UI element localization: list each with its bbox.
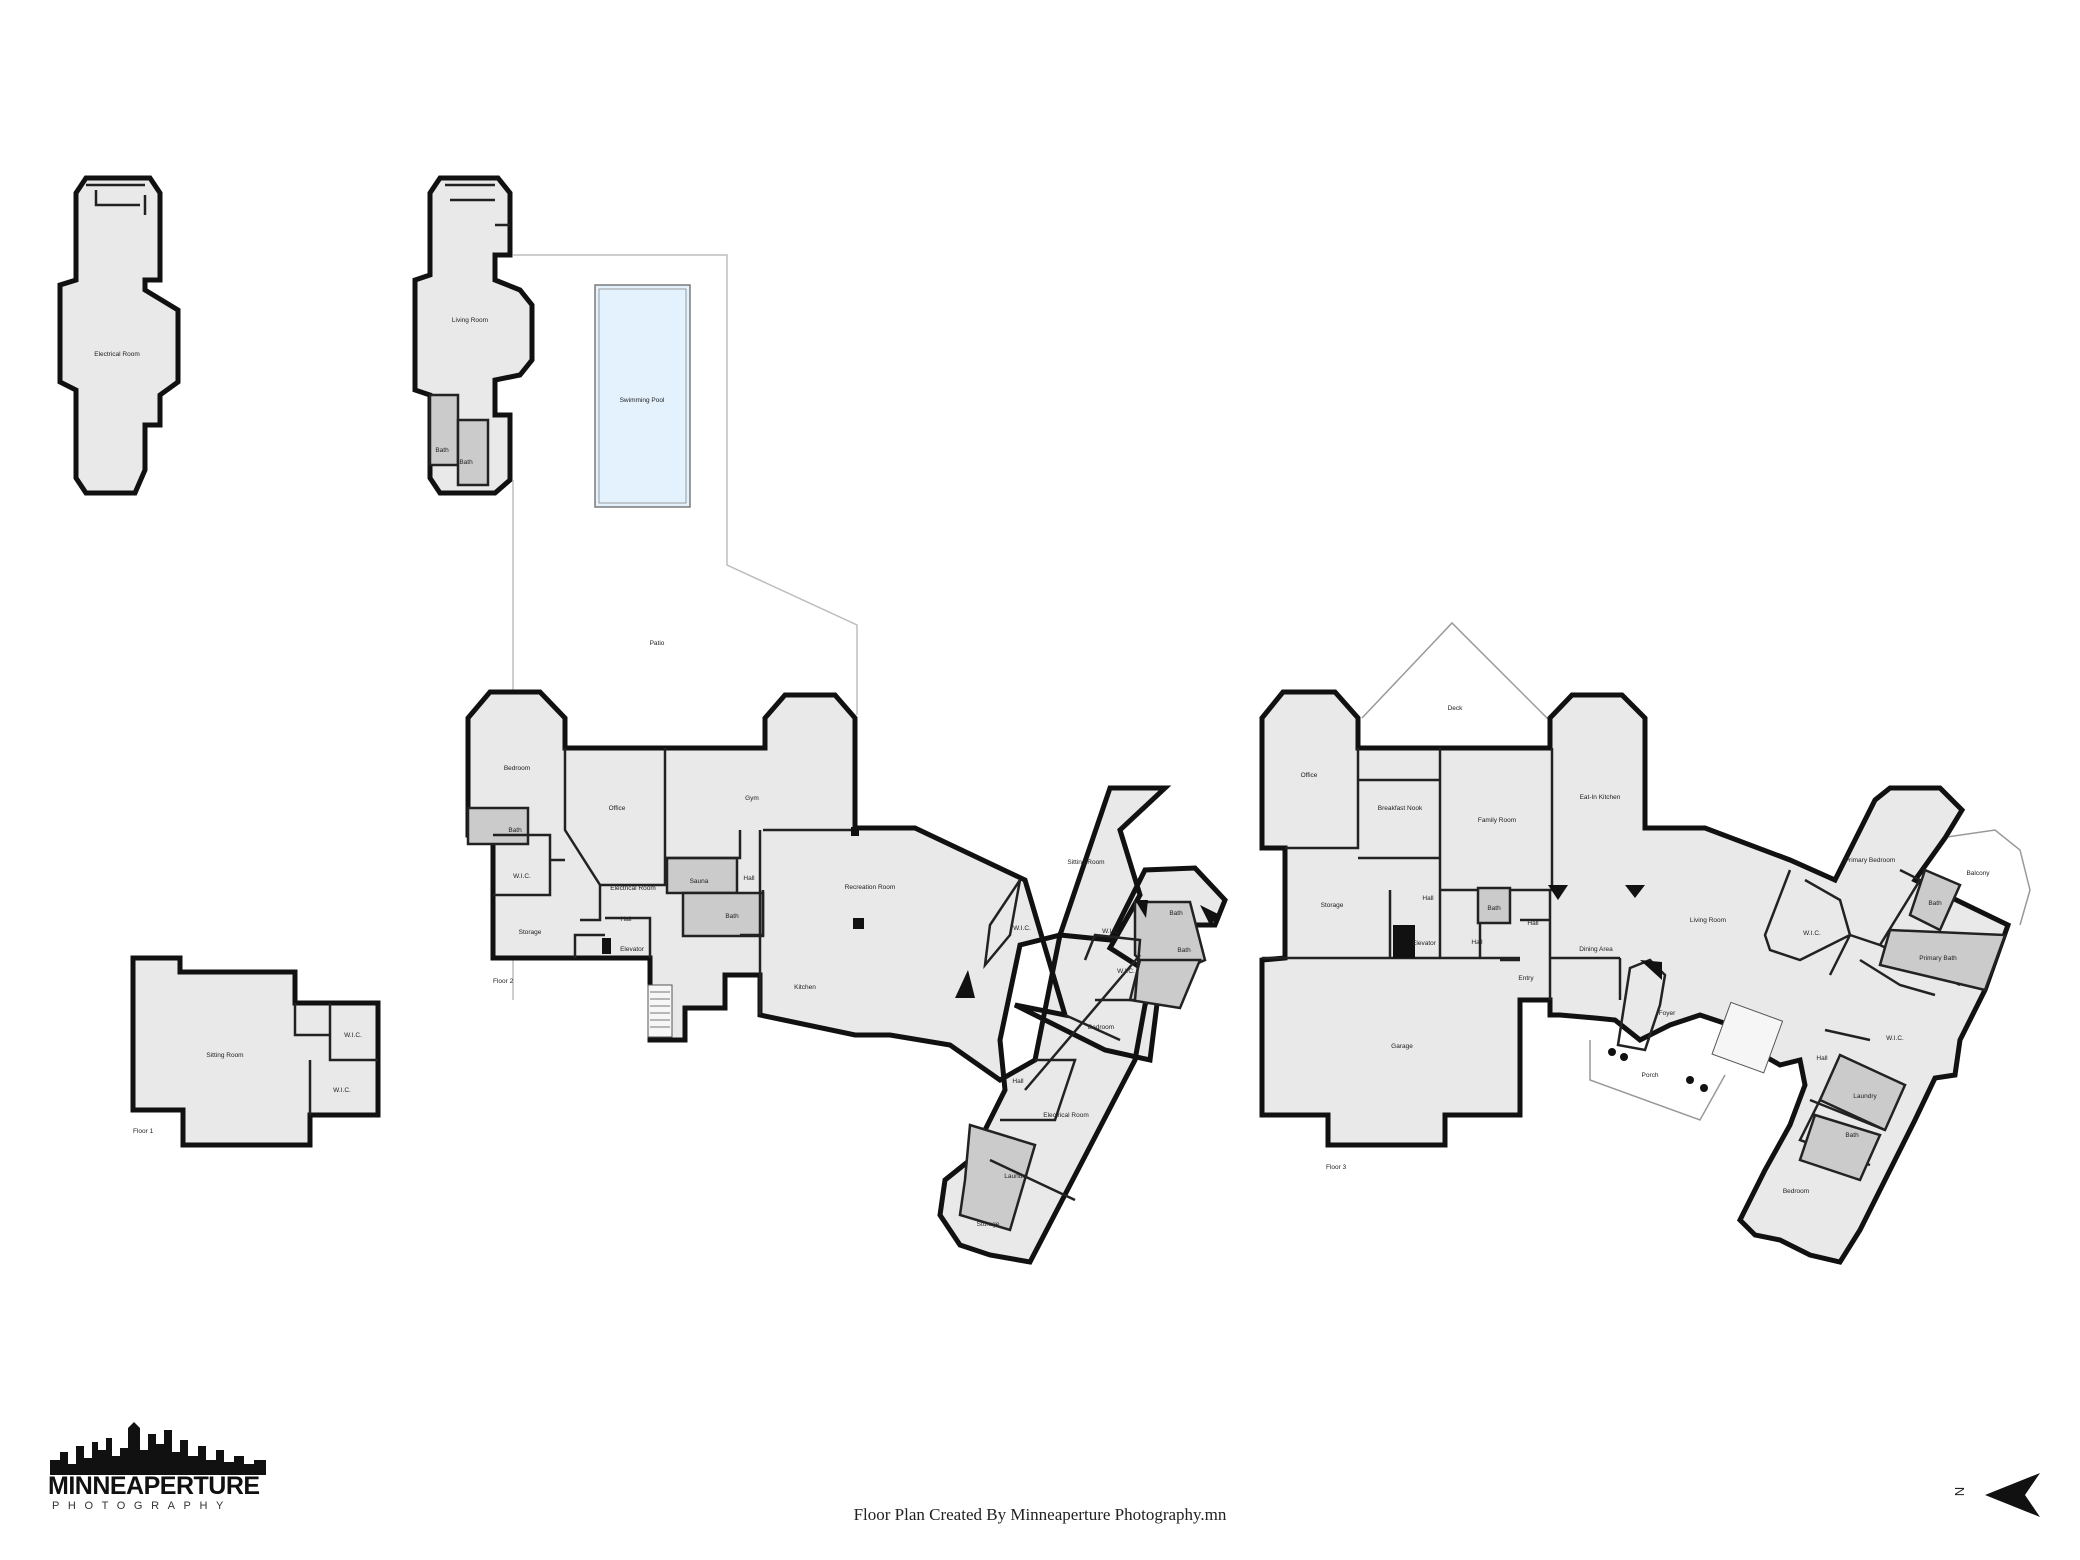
room-label: Storage	[977, 1221, 1000, 1228]
room-label: Hall	[1422, 895, 1434, 902]
room-label: Hall	[1816, 1055, 1828, 1062]
room-label: Sitting Room	[1067, 859, 1104, 866]
floor-1: Sitting Room W.I.C. W.I.C. Floor 1	[130, 955, 381, 1148]
room-label: Balcony	[1966, 870, 1990, 877]
minneaperture-logo: MINNEAPERTURE PHOTOGRAPHY	[48, 1420, 268, 1515]
room-label: Living Room	[1690, 917, 1726, 924]
room-label: Laundry	[1853, 1093, 1877, 1100]
room-label: Hall	[1471, 939, 1483, 946]
room-label: Hall	[620, 916, 632, 923]
room-label: Recreation Room	[845, 884, 896, 891]
floor-label: Floor 2	[493, 978, 514, 985]
room-label: Electrical Room	[94, 351, 140, 358]
room-label: Bath	[725, 913, 739, 920]
room-label: Deck	[1448, 705, 1464, 712]
room-label: W.I.C.	[333, 1087, 351, 1094]
room-label: Primary Bath	[1919, 955, 1957, 962]
room-label: Bath	[435, 447, 449, 454]
floor-label: Floor 1	[133, 1128, 154, 1135]
floor-2: Bedroom Bath W.I.C. Storage Office Elect…	[465, 689, 1228, 1265]
room-label: Bedroom	[1783, 1188, 1809, 1195]
room-label: W.I.C.	[1803, 930, 1821, 937]
room-label: Bath	[1177, 947, 1191, 954]
room-label: W.I.C.	[1117, 968, 1135, 975]
room-label: Porch	[1642, 1072, 1659, 1079]
floor-plan-credit: Floor Plan Created By Minneaperture Phot…	[853, 1505, 1227, 1524]
room-label: Patio	[650, 640, 665, 647]
room-label: W.I.C.	[1102, 928, 1120, 935]
room-label: Elevator	[1412, 940, 1437, 947]
logo-subtitle: PHOTOGRAPHY	[52, 1500, 232, 1512]
room-label: Bath	[1928, 900, 1942, 907]
room-label: Entry	[1518, 975, 1534, 982]
room-label: Bath	[459, 459, 473, 466]
tower-living-room: Living Room Bath Bath	[412, 175, 535, 496]
room-label: Breakfast Nook	[1378, 805, 1423, 812]
room-label: Laundry	[1004, 1173, 1028, 1180]
logo-wordmark: MINNEAPERTURE	[48, 1472, 260, 1500]
skyline-icon	[50, 1422, 266, 1475]
room-label: W.I.C.	[1013, 925, 1031, 932]
room-label: Hall	[1527, 920, 1539, 927]
north-arrow-icon	[1985, 1473, 2040, 1517]
room-label: Storage	[519, 929, 542, 936]
room-label: Swimming Pool	[620, 397, 665, 404]
room-label: Eat-In Kitchen	[1580, 794, 1621, 801]
room-label: Bedroom	[504, 765, 530, 772]
room-label: Bath	[508, 827, 522, 834]
room-label: Hall	[743, 875, 755, 882]
tower-electrical-room: Electrical Room	[57, 175, 181, 496]
room-label: Dining Area	[1579, 946, 1613, 953]
room-label: Kitchen	[794, 984, 816, 991]
room-label: Elevator	[620, 946, 645, 953]
room-label: Bedroom	[1088, 1024, 1114, 1031]
room-label: Foyer	[1659, 1010, 1676, 1017]
room-label: Office	[609, 805, 626, 812]
room-label: Bath	[1169, 910, 1183, 917]
floor-3: Deck Office Breakfast Nook Family Room E…	[1259, 621, 2031, 1265]
room-label: W.I.C.	[344, 1032, 362, 1039]
room-label: Office	[1301, 772, 1318, 779]
room-label: W.I.C.	[513, 873, 531, 880]
floor-label: Floor 3	[1326, 1164, 1347, 1171]
north-arrow: N	[1952, 1470, 2045, 1520]
room-label: Bath	[1845, 1132, 1859, 1139]
room-label: Living Room	[452, 317, 488, 324]
room-label: W.I.C.	[1886, 1035, 1904, 1042]
room-label: Sauna	[690, 878, 709, 885]
room-label: Garage	[1391, 1043, 1413, 1050]
room-label: Bath	[1487, 905, 1501, 912]
room-label: Gym	[745, 795, 759, 802]
room-label: Primary Bedroom	[1845, 857, 1896, 864]
room-label: Hall	[1012, 1078, 1024, 1085]
room-label: Sitting Room	[206, 1052, 243, 1059]
room-label: Electrical Room	[610, 885, 656, 892]
room-label: Electrical Room	[1043, 1112, 1089, 1119]
swimming-pool: Swimming Pool	[594, 284, 691, 508]
room-label: Storage	[1321, 902, 1344, 909]
room-label: Family Room	[1478, 817, 1516, 824]
